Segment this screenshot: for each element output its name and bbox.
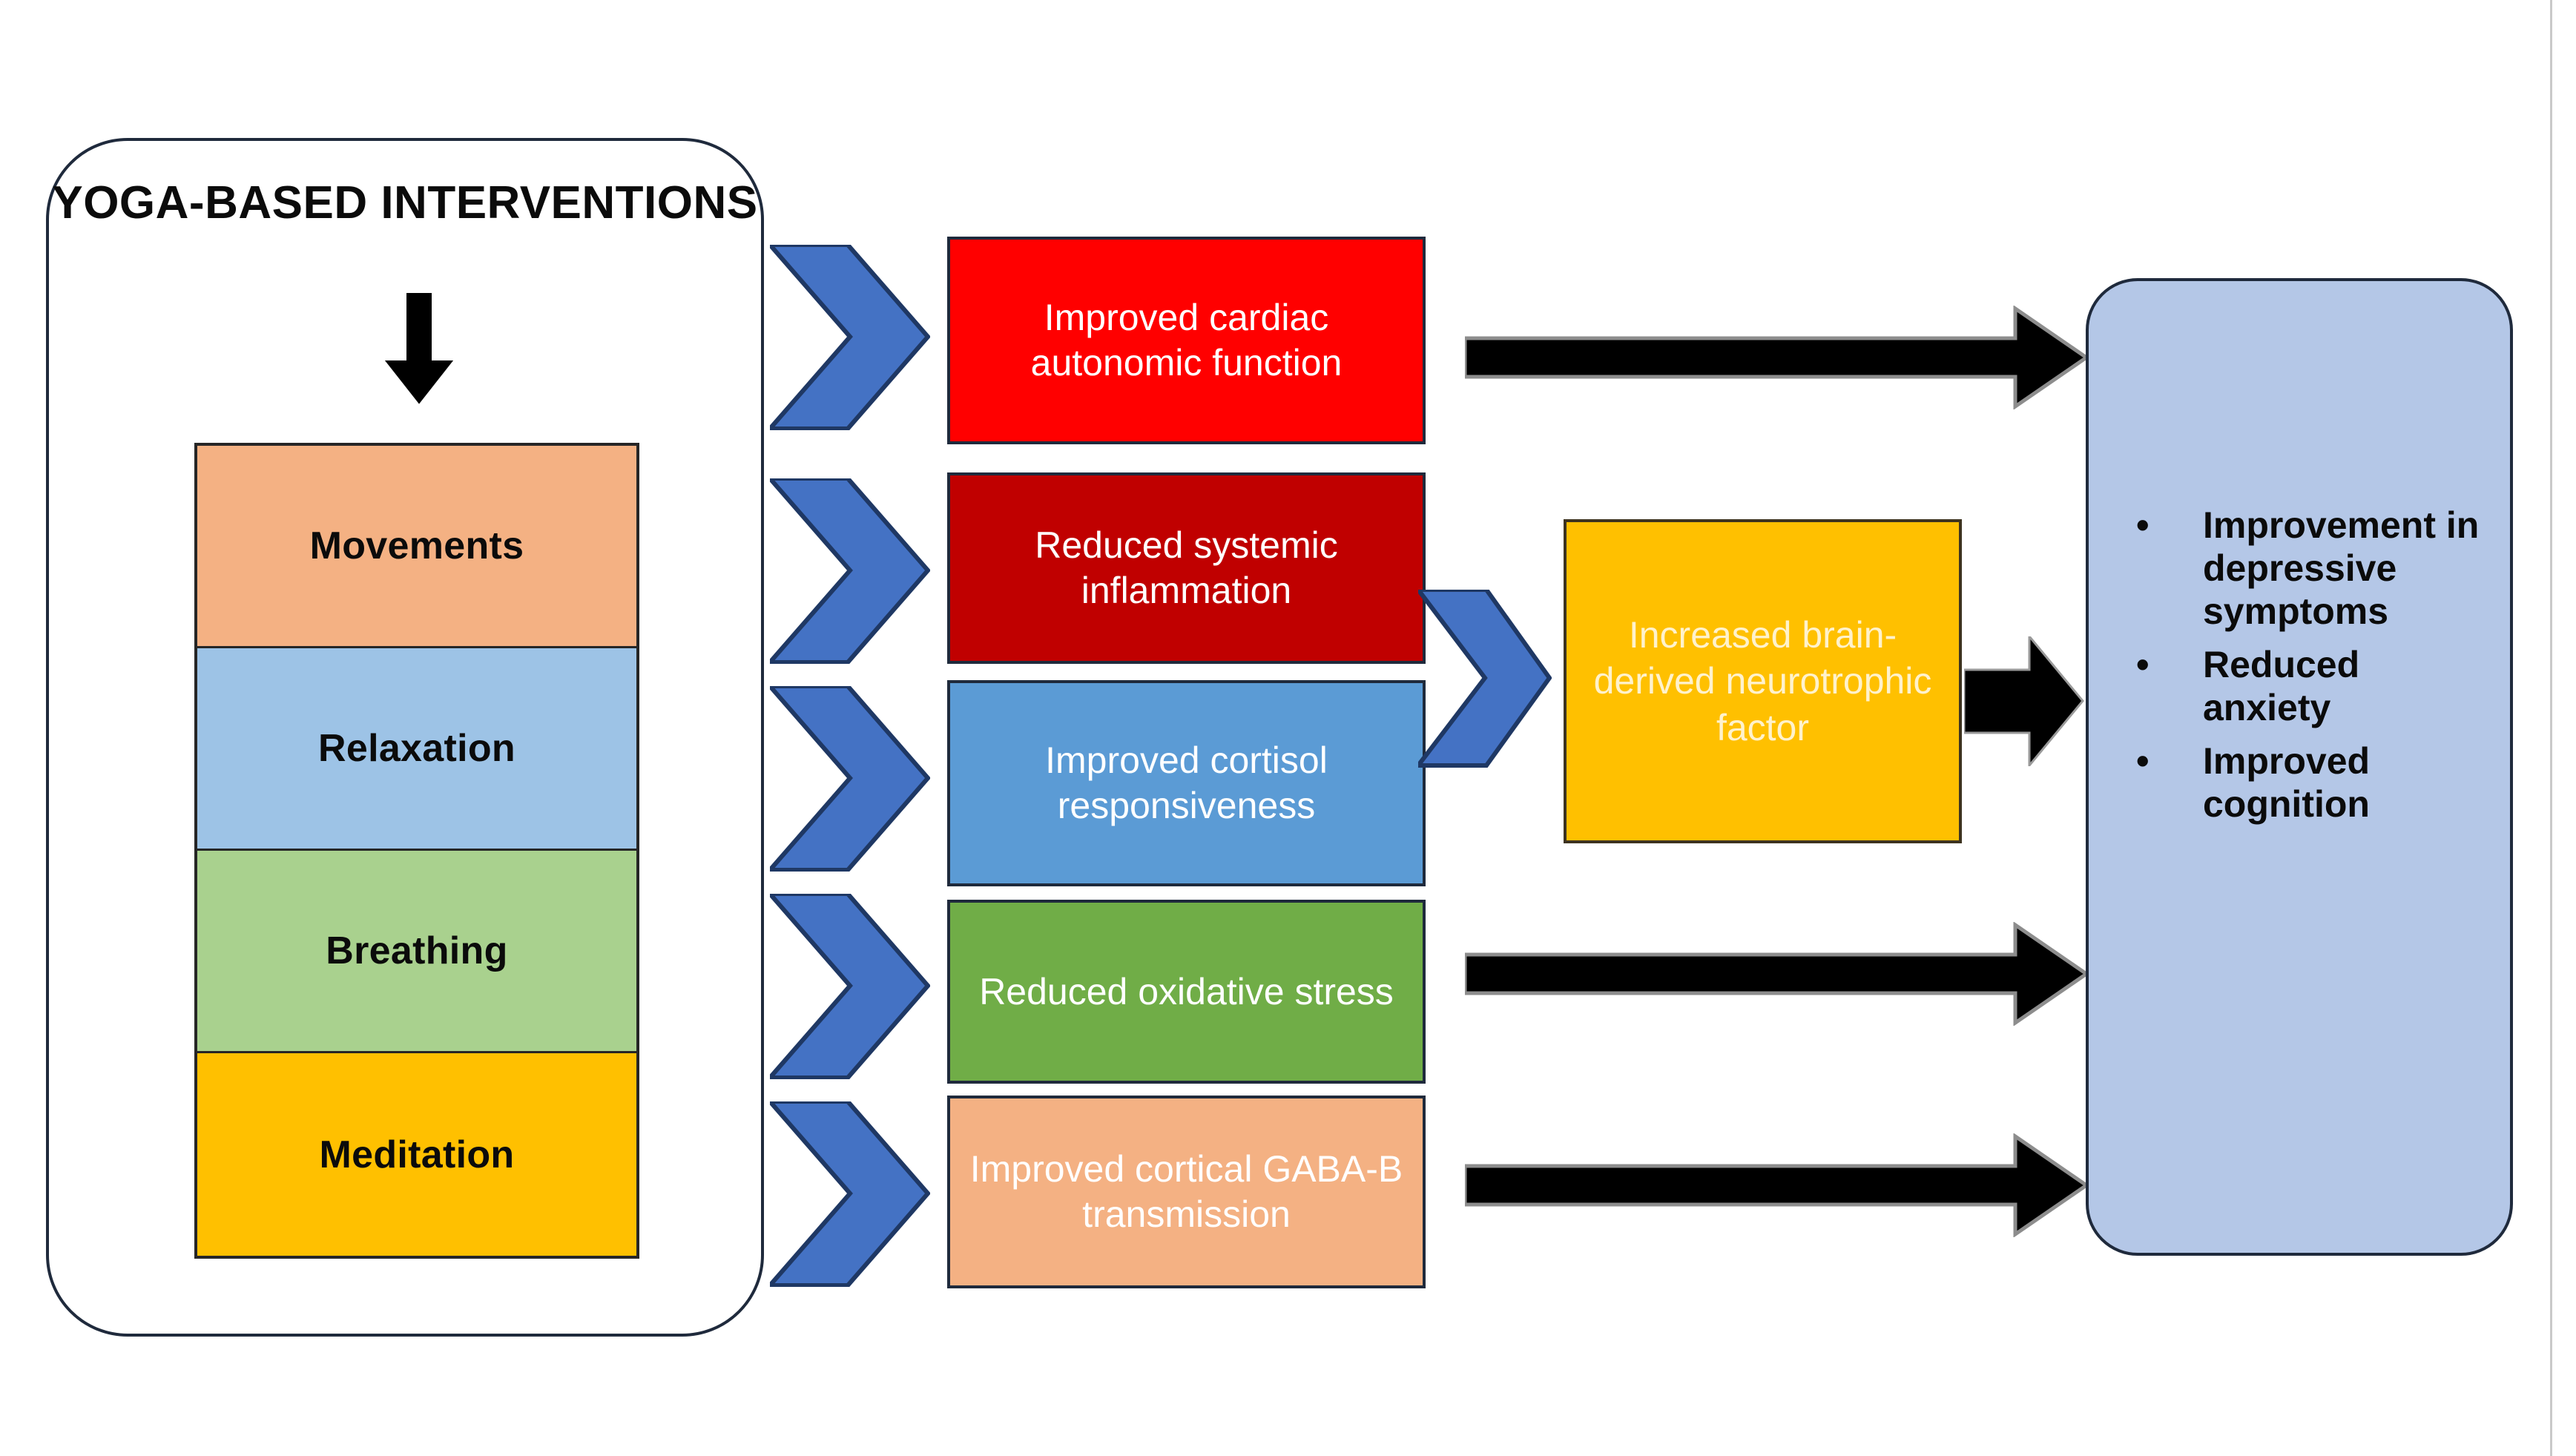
- chevron-right-icon-2: [770, 478, 930, 664]
- outcome-label: Reduced anxiety: [2203, 644, 2360, 728]
- yoga-component-meditation[interactable]: Meditation: [197, 1053, 636, 1256]
- mechanism-box-oxidative-stress[interactable]: Reduced oxidative stress: [947, 900, 1426, 1084]
- chevron-right-icon-3: [770, 686, 930, 872]
- outcome-item-depressive-symptoms: • Improvement in depressive symptoms: [2123, 504, 2488, 633]
- bdnf-box[interactable]: Increased brain-derived neurotrophic fac…: [1564, 519, 1962, 843]
- yoga-component-relaxation[interactable]: Relaxation: [197, 648, 636, 851]
- arrow-right-icon-bdnf-to-outcomes: [1964, 636, 2084, 766]
- arrow-right-icon-cardiac-to-outcomes: [1465, 306, 2088, 409]
- bdnf-label: Increased brain-derived neurotrophic fac…: [1593, 613, 1932, 748]
- page-edge-line: [2550, 0, 2552, 1456]
- outcome-item-reduced-anxiety: • Reduced anxiety: [2123, 643, 2488, 729]
- bullet-glyph: •: [2136, 644, 2150, 685]
- chevron-right-icon-4: [770, 894, 930, 1079]
- outcomes-list: • Improvement in depressive symptoms • R…: [2123, 504, 2488, 836]
- yoga-component-label: Breathing: [326, 929, 508, 972]
- outcomes-box[interactable]: • Improvement in depressive symptoms • R…: [2086, 278, 2513, 1256]
- outcome-label: Improved cognition: [2203, 740, 2371, 825]
- mechanism-box-cortisol-responsiveness[interactable]: Improved cortisol responsiveness: [947, 680, 1426, 886]
- chevron-right-icon-1: [770, 245, 930, 430]
- yoga-interventions-panel: YOGA-BASED INTERVENTIONS Movements Relax…: [46, 138, 764, 1337]
- chevron-right-icon-5: [770, 1101, 930, 1287]
- mechanism-label: Improved cortical GABA-B transmission: [969, 1148, 1403, 1235]
- mechanism-box-systemic-inflammation[interactable]: Reduced systemic inflammation: [947, 472, 1426, 664]
- yoga-components-stack: Movements Relaxation Breathing Meditatio…: [194, 443, 639, 1259]
- yoga-panel-title: YOGA-BASED INTERVENTIONS: [52, 177, 758, 228]
- mechanism-label: Reduced oxidative stress: [979, 970, 1394, 1012]
- arrow-right-icon-gaba-to-outcomes: [1465, 1133, 2088, 1237]
- bullet-glyph: •: [2136, 504, 2150, 546]
- arrow-right-icon-oxidative-to-outcomes: [1465, 922, 2088, 1026]
- mechanism-box-gaba-b-transmission[interactable]: Improved cortical GABA-B transmission: [947, 1096, 1426, 1288]
- mechanism-label: Reduced systemic inflammation: [1035, 524, 1338, 611]
- yoga-component-movements[interactable]: Movements: [197, 446, 636, 648]
- bullet-glyph: •: [2136, 740, 2150, 782]
- mechanism-label: Improved cardiac autonomic function: [1030, 297, 1343, 383]
- chevron-right-icon-to-bdnf: [1418, 590, 1552, 768]
- yoga-component-label: Meditation: [319, 1133, 515, 1176]
- yoga-component-label: Movements: [309, 524, 524, 567]
- yoga-component-breathing[interactable]: Breathing: [197, 851, 636, 1053]
- outcome-item-improved-cognition: • Improved cognition: [2123, 739, 2488, 826]
- outcome-label: Improvement in depressive symptoms: [2203, 504, 2480, 632]
- mechanism-label: Improved cortisol responsiveness: [1045, 739, 1328, 826]
- yoga-component-label: Relaxation: [318, 727, 515, 770]
- mechanism-box-cardiac-autonomic[interactable]: Improved cardiac autonomic function: [947, 237, 1426, 444]
- down-arrow-icon: [384, 292, 454, 404]
